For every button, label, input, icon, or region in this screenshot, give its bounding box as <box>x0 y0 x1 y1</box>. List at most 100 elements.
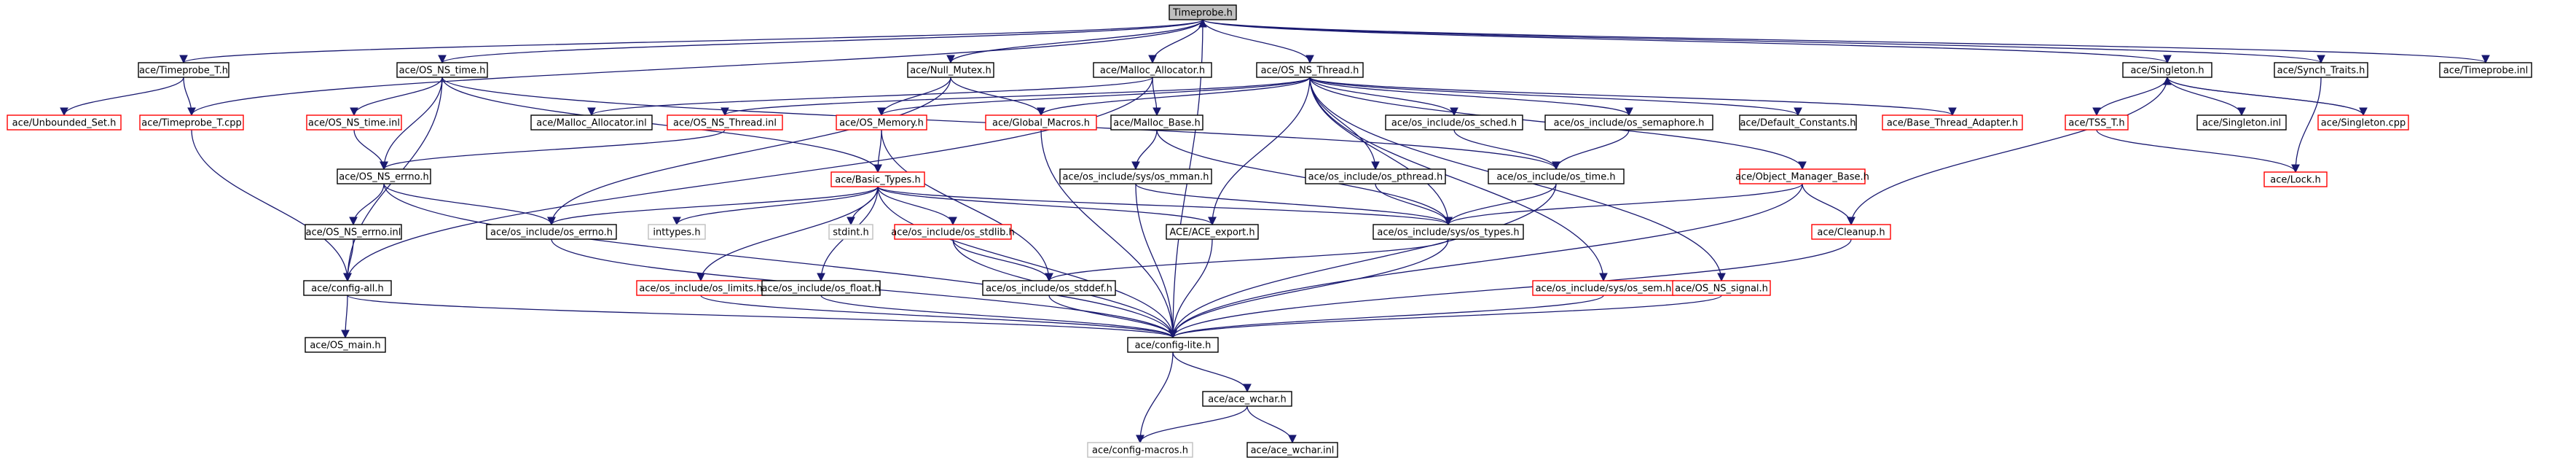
node-osmain[interactable]: ace/OS_main.h <box>305 337 386 353</box>
node-tpT[interactable]: ace/Timeprobe_T.h <box>138 62 229 78</box>
node-ostime[interactable]: ace/os_include/os_time.h <box>1488 168 1625 184</box>
edge-mman-to-cfglite <box>1135 183 1177 339</box>
node-label: ace/OS_NS_Thread.h <box>1261 66 1359 77</box>
edge-btypes-to-systypes <box>877 186 1453 226</box>
node-wchar[interactable]: ace/ace_wchar.h <box>1202 391 1292 407</box>
node-label: ace/os_include/os_pthread.h <box>1308 172 1443 183</box>
node-errno[interactable]: ace/OS_NS_errno.h <box>337 168 431 184</box>
node-box <box>396 62 488 78</box>
edge-osthr-to-osmem <box>877 77 1311 117</box>
node-stdint[interactable]: stdint.h <box>828 224 873 240</box>
node-cfgmac[interactable]: ace/config-macros.h <box>1087 442 1193 458</box>
node-label: ace/Singleton.inl <box>2202 118 2281 129</box>
edge-nssig-to-cfglite <box>1169 295 1722 339</box>
node-unbset[interactable]: ace/Unbounded_Set.h <box>7 114 122 131</box>
node-label: ace/ace_wchar.h <box>1208 394 1287 405</box>
node-single[interactable]: ace/Singleton.h <box>2122 62 2212 78</box>
node-cfgall[interactable]: ace/config-all.h <box>303 280 392 296</box>
node-oserrno[interactable]: ace/os_include/os_errno.h <box>486 224 617 240</box>
edge-omb-to-cleanup <box>1802 183 1856 226</box>
node-label: ace/os_include/sys/os_sem.h <box>1536 284 1672 295</box>
edge-sched-to-ostime <box>1453 129 1560 171</box>
node-label: ace/Timeprobe_T.h <box>139 66 228 77</box>
node-sched[interactable]: ace/os_include/os_sched.h <box>1385 114 1523 131</box>
node-root[interactable]: Timeprobe.h <box>1169 4 1237 20</box>
node-omb[interactable]: ace/Object_Manager_Base.h <box>1735 168 1869 184</box>
node-wcharinl[interactable]: ace/ace_wchar.inl <box>1246 442 1338 458</box>
node-mallocinl[interactable]: ace/Malloc_Allocator.inl <box>530 114 653 131</box>
node-box <box>836 114 927 131</box>
node-tpinl[interactable]: ace/Timeprobe.inl <box>2439 62 2532 78</box>
node-malloc[interactable]: ace/Malloc_Allocator.h <box>1093 62 1212 78</box>
node-nullm[interactable]: ace/Null_Mutex.h <box>907 62 994 78</box>
node-tss[interactable]: ace/TSS_T.h <box>2065 114 2129 131</box>
node-label: ace/os_include/os_sched.h <box>1391 118 1517 129</box>
node-aceexp[interactable]: ACE/ACE_export.h <box>1166 224 1259 240</box>
node-globm[interactable]: ace/Global_Macros.h <box>985 114 1097 131</box>
node-box <box>1739 168 1866 184</box>
node-singinl[interactable]: ace/Singleton.inl <box>2196 114 2287 131</box>
node-stdlib[interactable]: ace/os_include/os_stdlib.h <box>891 224 1015 240</box>
node-label: ace/Unbounded_Set.h <box>12 118 117 129</box>
node-sema[interactable]: ace/os_include/os_semaphore.h <box>1544 114 1713 131</box>
edge-omb-to-cfglite <box>1169 183 1803 339</box>
node-pthread[interactable]: ace/os_include/os_pthread.h <box>1305 168 1446 184</box>
node-box <box>138 62 229 78</box>
node-box <box>1882 114 2023 131</box>
edge-osthr-to-bthr <box>1309 77 1957 117</box>
node-syssem[interactable]: ace/os_include/sys/os_sem.h <box>1532 280 1675 296</box>
node-synch[interactable]: ace/Synch_Traits.h <box>2274 62 2368 78</box>
node-tpcpp[interactable]: ace/Timeprobe_T.cpp <box>139 114 244 131</box>
node-label: ace/Singleton.h <box>2130 66 2204 77</box>
node-label: ace/Timeprobe.inl <box>2443 66 2528 77</box>
node-osnstinl[interactable]: ace/OS_NS_time.inl <box>306 114 402 131</box>
node-mbase[interactable]: ace/Malloc_Base.h <box>1110 114 1203 131</box>
node-box <box>894 224 1012 240</box>
node-stddef[interactable]: ace/os_include/os_stddef.h <box>982 280 1116 296</box>
node-label: ace/os_include/os_stdlib.h <box>891 227 1014 238</box>
node-label: ace/OS_main.h <box>310 341 380 351</box>
node-systypes[interactable]: ace/os_include/sys/os_types.h <box>1373 224 1524 240</box>
node-box <box>486 224 617 240</box>
node-bthr[interactable]: ace/Base_Thread_Adapter.h <box>1882 114 2023 131</box>
node-box <box>2439 62 2532 78</box>
node-osmem[interactable]: ace/OS_Memory.h <box>836 114 927 131</box>
node-box <box>1110 114 1203 131</box>
node-cleanup[interactable]: ace/Cleanup.h <box>1811 224 1891 240</box>
node-singcpp[interactable]: ace/Singleton.cpp <box>2317 114 2409 131</box>
node-errnoinl[interactable]: ace/OS_NS_errno.inl <box>305 224 402 240</box>
node-box <box>1246 442 1338 458</box>
node-box <box>1087 442 1193 458</box>
node-lock[interactable]: ace/Lock.h <box>2263 171 2328 187</box>
node-cfglite[interactable]: ace/config-lite.h <box>1127 337 1219 353</box>
edge-single-to-cleanup <box>1847 77 2168 226</box>
node-label: ace/Object_Manager_Base.h <box>1735 172 1869 183</box>
edge-layer <box>60 18 2490 444</box>
node-btypes[interactable]: ace/Basic_Types.h <box>830 171 925 187</box>
node-osfloat[interactable]: ace/os_include/os_float.h <box>761 280 881 296</box>
edge-osthr-to-sema <box>1309 77 1633 117</box>
node-box <box>2196 114 2287 131</box>
node-box <box>1488 168 1625 184</box>
edge-btypes-to-aceexp <box>877 186 1217 226</box>
edge-osthr-to-syssem <box>1309 77 1608 282</box>
node-label: ace/OS_NS_Thread.inl <box>673 118 777 129</box>
node-mman[interactable]: ace/os_include/sys/os_mman.h <box>1059 168 1212 184</box>
node-box <box>982 280 1116 296</box>
node-osnst[interactable]: ace/OS_NS_time.h <box>396 62 488 78</box>
node-box <box>305 337 386 353</box>
node-label: ACE/ACE_export.h <box>1169 227 1254 238</box>
node-label: ace/config-macros.h <box>1092 446 1188 456</box>
edge-systypes-to-cfglite <box>1169 238 1449 339</box>
node-limits[interactable]: ace/os_include/os_limits.h <box>636 280 766 296</box>
node-osthrinl[interactable]: ace/OS_NS_Thread.inl <box>667 114 783 131</box>
node-box <box>1202 391 1292 407</box>
node-osthr[interactable]: ace/OS_NS_Thread.h <box>1256 62 1364 78</box>
node-label: ace/os_include/os_stddef.h <box>986 284 1112 295</box>
edge-limits-to-cfglite <box>700 295 1177 339</box>
node-label: ace/OS_NS_signal.h <box>1675 284 1768 295</box>
node-nssig[interactable]: ace/OS_NS_signal.h <box>1672 280 1771 296</box>
node-inttypes[interactable]: inttypes.h <box>648 224 706 240</box>
edge-stddef-to-cfglite <box>1048 295 1177 339</box>
node-defc[interactable]: ace/Default_Constants.h <box>1739 114 1857 131</box>
